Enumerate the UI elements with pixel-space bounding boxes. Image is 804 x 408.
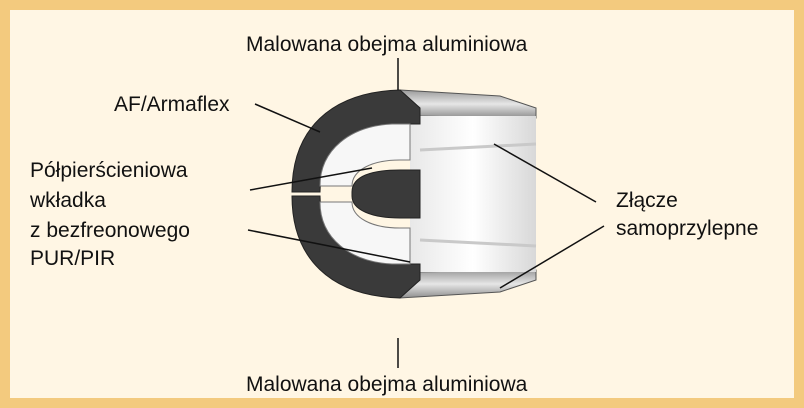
label-insert-line4: PUR/PIR [30,246,115,271]
label-armaflex: AF/Armaflex [114,92,230,117]
armaflex-foam-middle [352,170,420,218]
label-joint-line1: Złącze [616,188,678,213]
leader-armaflex [255,104,320,132]
label-insert-line2: wkładka [30,188,106,213]
label-joint-line2: samoprzylepne [616,216,758,241]
label-top-jacket: Malowana obejma aluminiowa [246,32,527,57]
label-insert-line1: Półpierścieniowa [30,158,188,183]
label-insert-line3: z bezfreonowego [30,218,190,243]
label-bottom-jacket: Malowana obejma aluminiowa [246,372,527,397]
pipe-interior [410,116,536,272]
